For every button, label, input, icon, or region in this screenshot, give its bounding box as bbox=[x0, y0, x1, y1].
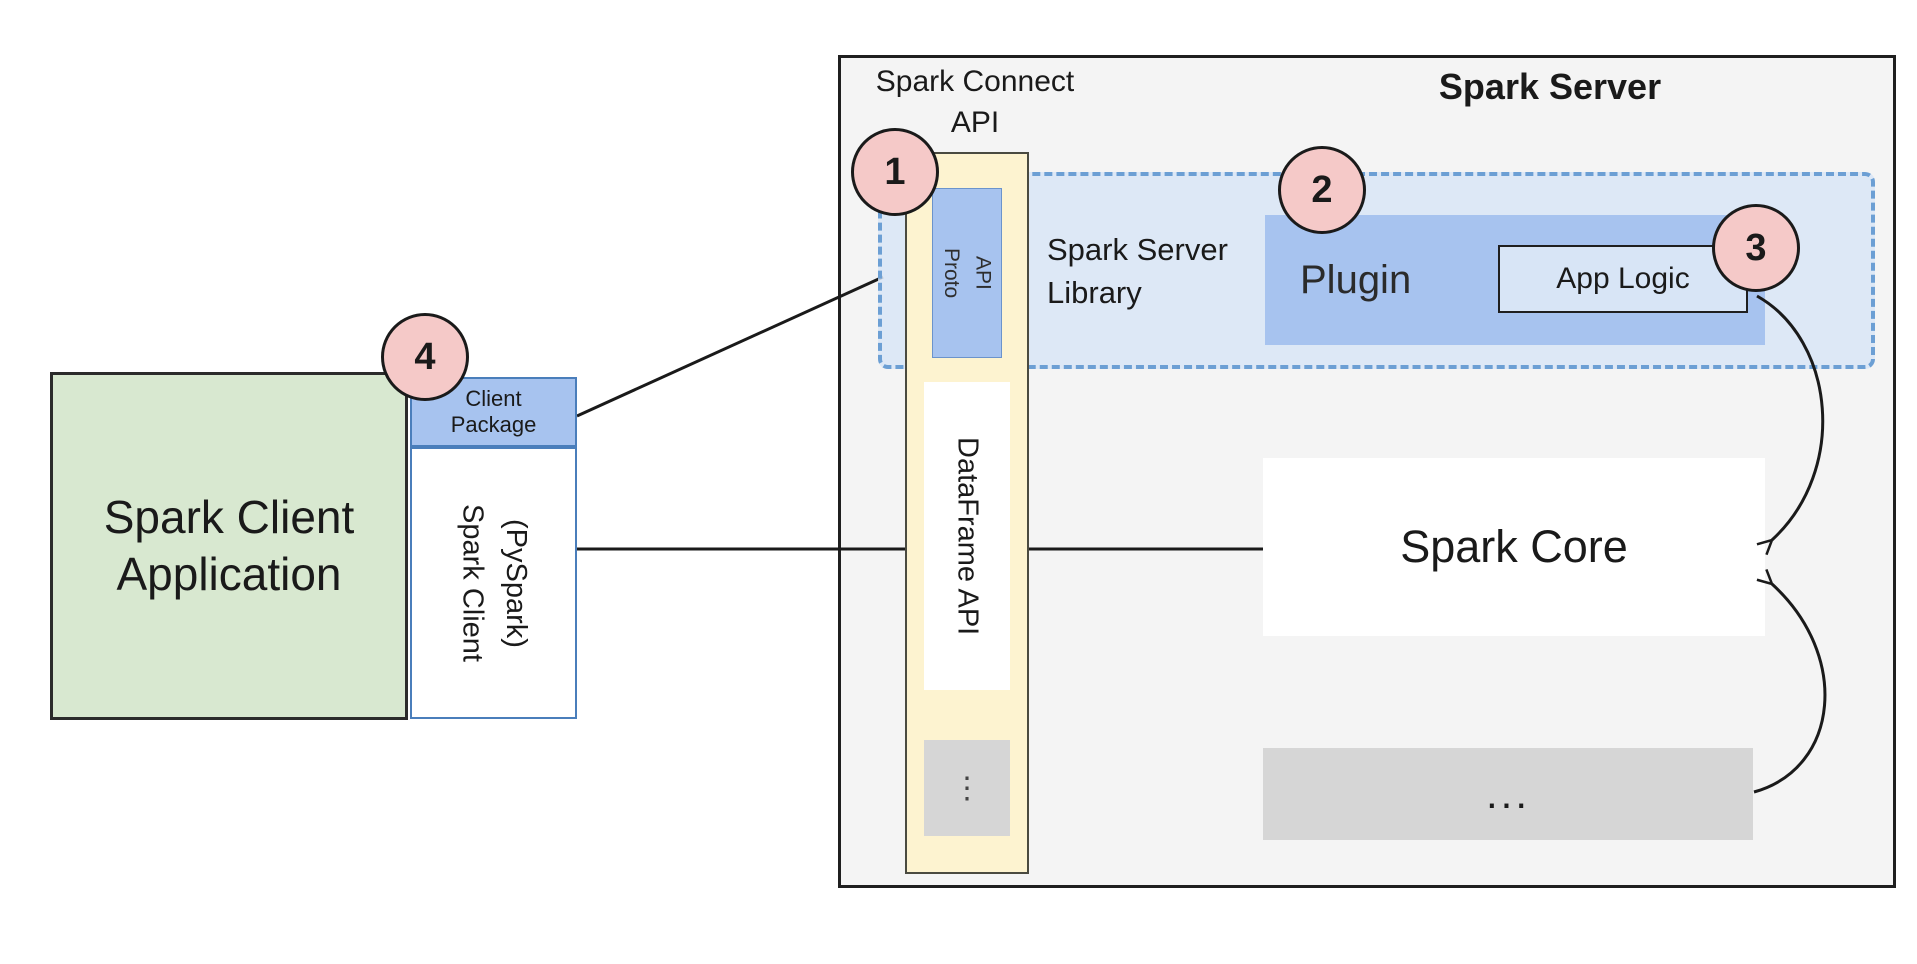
step-badge-1: 1 bbox=[851, 128, 939, 216]
server-more-label: ... bbox=[1485, 770, 1530, 817]
step-badge-3: 3 bbox=[1712, 204, 1800, 292]
step-badge-3-label: 3 bbox=[1745, 226, 1767, 269]
app-logic-box: App Logic bbox=[1498, 245, 1748, 313]
spark-client-pyspark-label: Spark Client (PySpark) bbox=[456, 504, 533, 662]
step-badge-2: 2 bbox=[1278, 146, 1366, 234]
client-package-label: Client Package bbox=[450, 385, 537, 437]
spark-server-library-label: Spark Server Library bbox=[1047, 232, 1228, 311]
spark-core-box: Spark Core bbox=[1263, 458, 1765, 636]
step-badge-4-label: 4 bbox=[414, 335, 436, 378]
spark-client-pyspark-box: Spark Client (PySpark) bbox=[410, 447, 577, 719]
column-more-box: ⋮ bbox=[924, 740, 1010, 836]
step-badge-1-label: 1 bbox=[884, 150, 906, 193]
plugin-label: Plugin bbox=[1300, 257, 1412, 302]
dataframe-api-box: DataFrame API bbox=[924, 382, 1010, 690]
step-badge-2-label: 2 bbox=[1311, 168, 1333, 211]
proto-api-label: Proto API bbox=[940, 247, 995, 299]
server-more-box: ... bbox=[1263, 748, 1753, 840]
spark-client-application-box: Spark Client Application bbox=[50, 372, 408, 720]
spark-core-label: Spark Core bbox=[1400, 521, 1628, 572]
app-logic-label: App Logic bbox=[1556, 262, 1690, 295]
dataframe-api-label: DataFrame API bbox=[951, 436, 984, 636]
column-more-label: ⋮ bbox=[952, 771, 982, 805]
step-badge-4: 4 bbox=[381, 313, 469, 401]
proto-api-box: Proto API bbox=[932, 188, 1002, 358]
spark-client-application-label: Spark Client Application bbox=[103, 490, 355, 601]
spark-connect-api-label: Spark Connect API bbox=[875, 65, 1075, 139]
spark-server-title: Spark Server bbox=[1438, 66, 1662, 107]
